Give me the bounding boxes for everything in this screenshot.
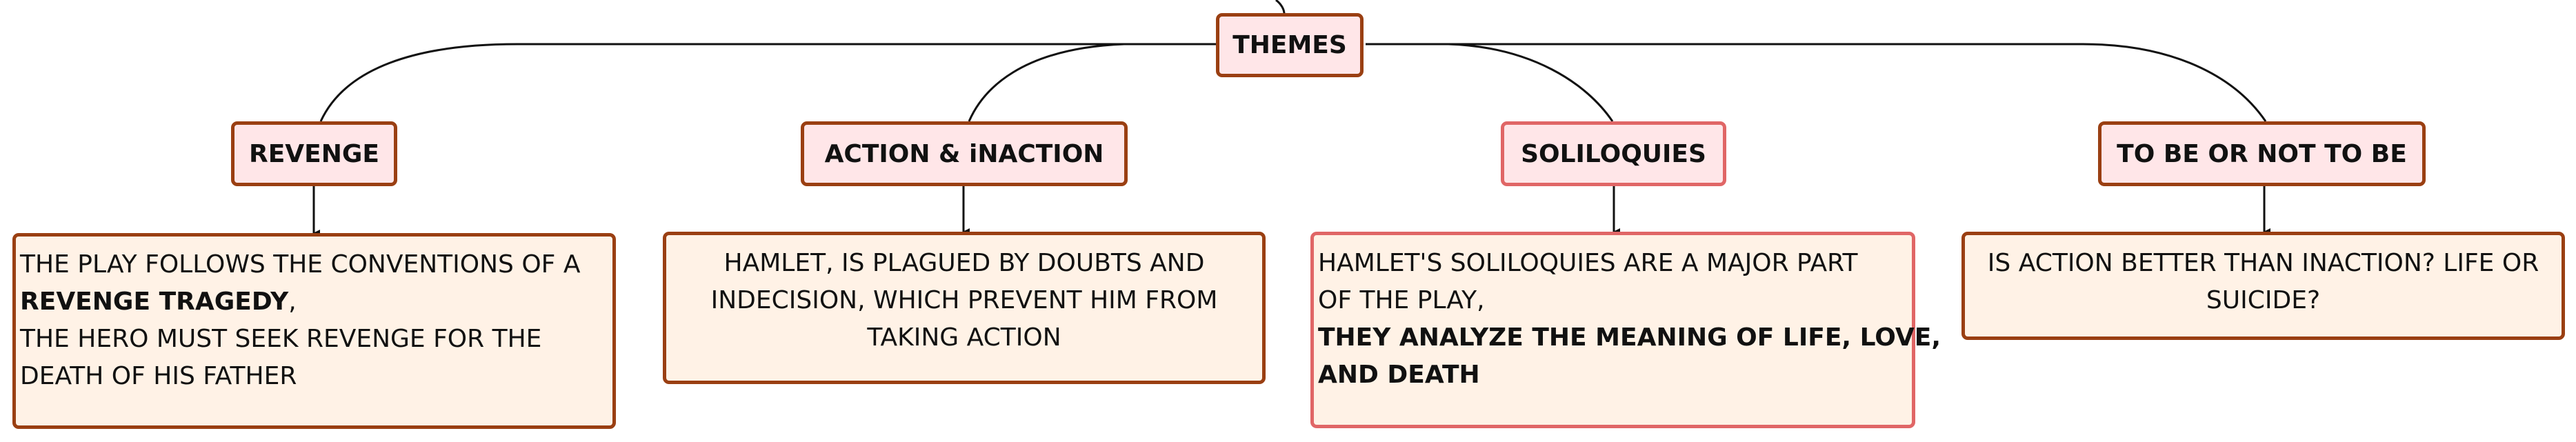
detail-text-line: HAMLET'S SOLILOQUIES ARE A MAJOR PART (1318, 249, 1858, 277)
detail-text-line: INDECISION, WHICH PREVENT HIM FROM (710, 286, 1218, 314)
theme-node-action-inaction[interactable]: ACTION & iNACTION (801, 121, 1128, 186)
root-node-label: THEMES (1232, 31, 1347, 59)
detail-node-action-inaction[interactable]: HAMLET, IS PLAGUED BY DOUBTS AND INDECIS… (663, 232, 1266, 384)
detail-text-emphasis: AND DEATH (1318, 361, 1480, 389)
detail-text-line: THE PLAY FOLLOWS THE CONVENTIONS OF A (20, 250, 581, 279)
detail-text-emphasis: THEY ANALYZE THE MEANING OF LIFE, LOVE, (1318, 323, 1941, 352)
connector-root-to-tobe (1366, 43, 2267, 122)
detail-text-line: HAMLET, IS PLAGUED BY DOUBTS AND (723, 249, 1205, 277)
detail-node-soliloquies[interactable]: HAMLET'S SOLILOQUIES ARE A MAJOR PART OF… (1310, 232, 1941, 428)
theme-node-soliloquies[interactable]: SOLILOQUIES (1501, 121, 1726, 186)
connector-root-to-action (968, 43, 1217, 122)
connector-root-to-revenge (319, 43, 1217, 122)
detail-text-emphasis: REVENGE TRAGEDY (20, 288, 289, 316)
detail-text-line: AND DEATH (1318, 356, 1908, 394)
detail-node-to-be-or-not-to-be[interactable]: IS ACTION BETTER THAN INACTION? LIFE OR … (1961, 232, 2565, 340)
detail-text-line: REVENGE TRAGEDY, (20, 283, 608, 321)
theme-node-label: SOLILOQUIES (1521, 139, 1706, 168)
detail-text-punctuation: , (288, 288, 297, 316)
detail-text-line: OF THE PLAY, (1318, 286, 1485, 314)
connector-root-parent (1275, 0, 1286, 14)
connector-root-to-soliloquies (1366, 43, 1614, 122)
detail-text-line: TAKING ACTION (867, 323, 1061, 352)
detail-node-revenge[interactable]: THE PLAY FOLLOWS THE CONVENTIONS OF A RE… (12, 233, 616, 429)
detail-text-line: SUICIDE? (2206, 286, 2321, 314)
theme-node-revenge[interactable]: REVENGE (231, 121, 397, 186)
detail-text-line: THE HERO MUST SEEK REVENGE FOR THE (20, 325, 542, 353)
theme-node-label: REVENGE (248, 139, 380, 168)
theme-node-label: ACTION & iNACTION (824, 139, 1104, 168)
root-node-themes[interactable]: THEMES (1216, 13, 1364, 77)
theme-node-to-be-or-not-to-be[interactable]: TO BE OR NOT TO BE (2098, 121, 2426, 186)
detail-text-line: IS ACTION BETTER THAN INACTION? LIFE OR (1987, 249, 2539, 277)
detail-text-line: THEY ANALYZE THE MEANING OF LIFE, LOVE, (1318, 319, 1941, 356)
detail-text-line: DEATH OF HIS FATHER (20, 362, 297, 390)
theme-node-label: TO BE OR NOT TO BE (2117, 139, 2407, 168)
